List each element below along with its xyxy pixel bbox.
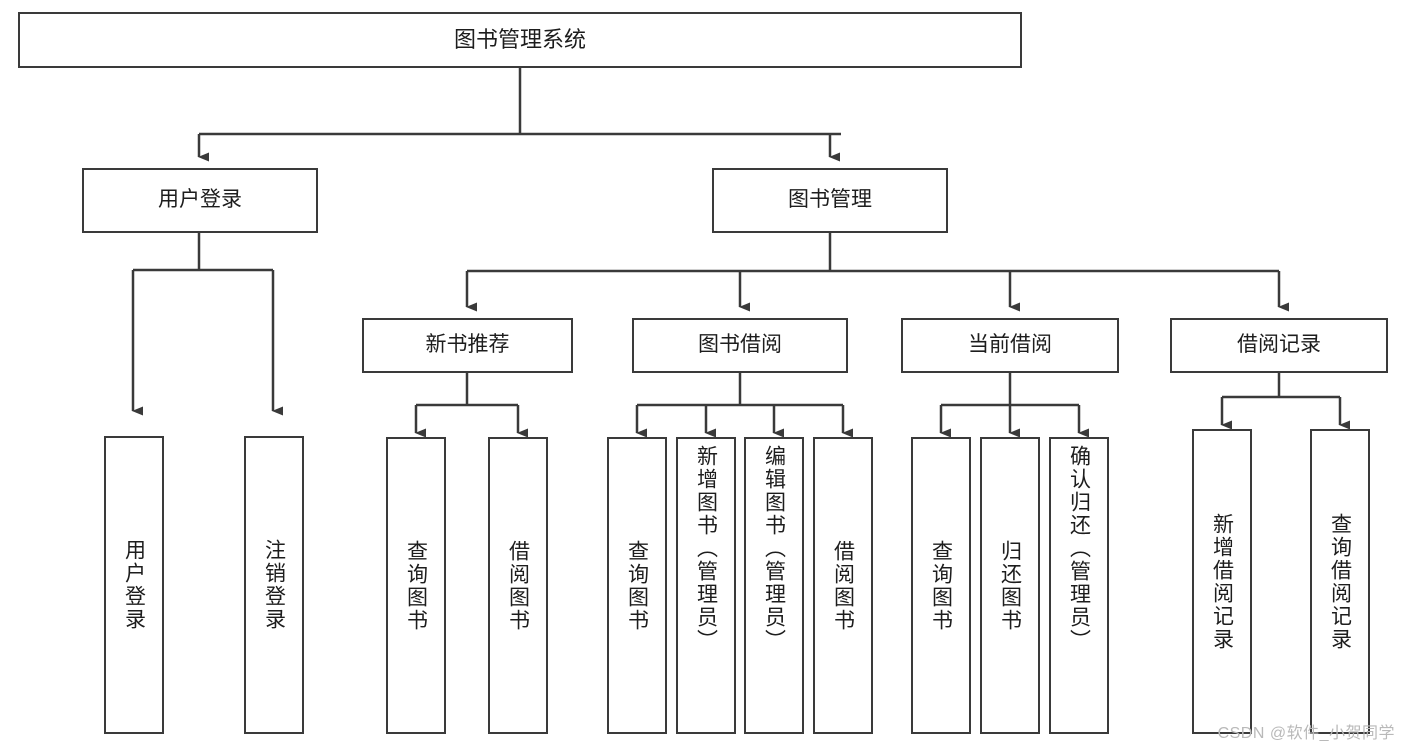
leaf-book-borrow-3[interactable]: 编辑图书（管理员）	[744, 437, 804, 734]
node-new-book-recommend-label: 新书推荐	[425, 333, 510, 357]
leaf-current-borrow-1[interactable]: 查询图书	[911, 437, 971, 734]
leaf-new-book-recommend-2[interactable]: 借阅图书	[488, 437, 548, 734]
leaf-book-borrow-4-label: 借阅图书	[831, 539, 855, 632]
leaf-user-login-1[interactable]: 用户登录	[104, 436, 164, 734]
node-book-manage[interactable]: 图书管理	[712, 168, 948, 233]
node-root-system-label: 图书管理系统	[453, 27, 586, 53]
leaf-book-borrow-2-label: 新增图书（管理员）	[694, 445, 718, 652]
leaf-current-borrow-2[interactable]: 归还图书	[980, 437, 1040, 734]
leaf-current-borrow-3[interactable]: 确认归还（管理员）	[1049, 437, 1109, 734]
node-borrow-record-label: 借阅记录	[1237, 333, 1321, 357]
leaf-current-borrow-1-label: 查询图书	[929, 539, 953, 632]
node-current-borrow[interactable]: 当前借阅	[901, 318, 1119, 373]
node-root-system[interactable]: 图书管理系统	[18, 12, 1022, 68]
node-new-book-recommend[interactable]: 新书推荐	[362, 318, 573, 373]
leaf-new-book-recommend-1[interactable]: 查询图书	[386, 437, 446, 734]
csdn-watermark: CSDN @软件_小贺同学	[1217, 725, 1395, 742]
leaf-borrow-record-2-label: 查询借阅记录	[1328, 512, 1352, 651]
node-user-login-label: 用户登录	[158, 188, 242, 212]
node-current-borrow-label: 当前借阅	[968, 333, 1052, 357]
leaf-borrow-record-1-label: 新增借阅记录	[1210, 512, 1234, 651]
leaf-current-borrow-2-label: 归还图书	[998, 539, 1022, 632]
node-book-borrow-label: 图书借阅	[698, 333, 782, 357]
leaf-user-login-2-label: 注销登录	[262, 539, 286, 631]
leaf-borrow-record-2[interactable]: 查询借阅记录	[1310, 429, 1370, 734]
leaf-current-borrow-3-label: 确认归还（管理员）	[1067, 445, 1091, 652]
leaf-borrow-record-1[interactable]: 新增借阅记录	[1192, 429, 1252, 734]
leaf-book-borrow-4[interactable]: 借阅图书	[813, 437, 873, 734]
leaf-user-login-1-label: 用户登录	[122, 539, 146, 631]
leaf-user-login-2[interactable]: 注销登录	[244, 436, 304, 734]
leaf-book-borrow-1[interactable]: 查询图书	[607, 437, 667, 734]
node-book-manage-label: 图书管理	[788, 188, 872, 212]
node-user-login[interactable]: 用户登录	[82, 168, 318, 233]
leaf-new-book-recommend-2-label: 借阅图书	[506, 539, 530, 632]
node-book-borrow[interactable]: 图书借阅	[632, 318, 848, 373]
leaf-new-book-recommend-1-label: 查询图书	[404, 539, 428, 632]
node-borrow-record[interactable]: 借阅记录	[1170, 318, 1388, 373]
leaf-book-borrow-1-label: 查询图书	[625, 539, 649, 632]
leaf-book-borrow-3-label: 编辑图书（管理员）	[762, 445, 786, 652]
leaf-book-borrow-2[interactable]: 新增图书（管理员）	[676, 437, 736, 734]
